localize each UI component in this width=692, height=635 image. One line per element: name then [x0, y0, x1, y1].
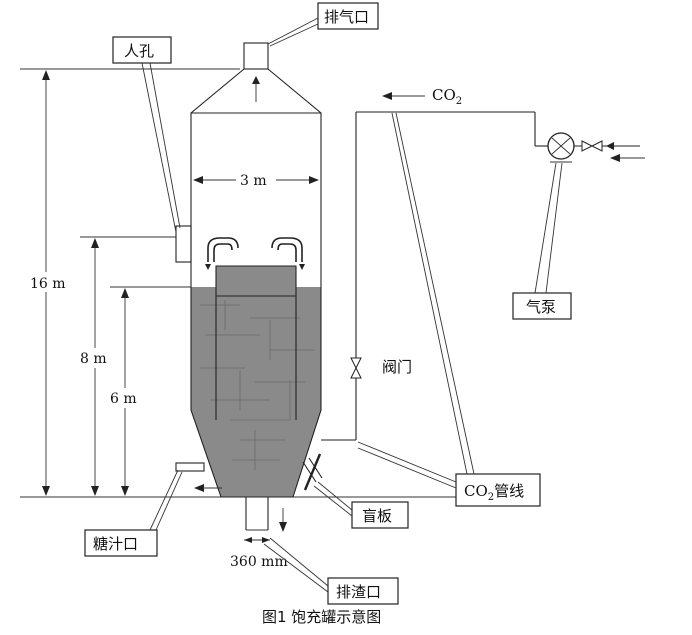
slag-arrow-head [279, 522, 287, 532]
pump-leader-2 [545, 162, 563, 294]
pump-outlet-arrow-head [606, 142, 614, 150]
pump-inlet-arrow-head [610, 154, 620, 162]
air-pump-icon [547, 132, 603, 163]
co2-pipe-leaders [357, 112, 475, 489]
manhole-leader-2 [149, 62, 181, 229]
dim-16m-label: 16 m [30, 276, 66, 292]
manhole-label-box [112, 36, 172, 64]
valve-icon [350, 357, 362, 379]
dim-8m-label: 8 m [80, 351, 107, 367]
inner-tube-top [215, 265, 297, 297]
slag-leader-1 [269, 537, 329, 587]
manhole-nozzle [175, 225, 192, 263]
juice-arrow-head [194, 484, 204, 492]
slag-port-label: 排渣口 [336, 583, 381, 601]
flow-arrows [207, 237, 303, 262]
slag-outlet-pipe [245, 497, 269, 531]
dimension-6m [106, 288, 144, 496]
juice-port-nozzle [175, 462, 205, 472]
flow-arrow-left-head [205, 264, 211, 270]
pump-leader-1 [534, 162, 557, 294]
dimension-3m [193, 170, 319, 190]
co2-top-label: CO2 [432, 86, 462, 107]
exhaust-port-label: 排气口 [324, 8, 369, 26]
blind-plate-leader-2 [313, 485, 353, 517]
exhaust-leader-1 [267, 17, 319, 45]
dim-360mm-label: 360 mm [230, 554, 288, 570]
blind-plate-label-box [351, 501, 409, 529]
exhaust-leader-2 [269, 23, 319, 47]
exhaust-arrow-head [252, 76, 260, 84]
juice-leader-2 [155, 471, 183, 531]
dim-6m-label: 6 m [110, 391, 137, 407]
blind-plate-leader-1 [317, 481, 353, 511]
tank-outline [190, 68, 322, 498]
air-pump-label-box [512, 292, 572, 320]
dimension-8m [77, 238, 115, 496]
dimension-360mm [244, 537, 270, 543]
dimension-16m [26, 70, 68, 496]
co2-pipeline [321, 111, 640, 441]
co2-top-arrow-head [382, 92, 392, 100]
exhaust-port-label-box [317, 2, 379, 30]
blind-plate-flange [302, 453, 323, 491]
flow-arrow-right-head [299, 264, 305, 270]
blind-plate-label: 盲板 [362, 507, 392, 525]
fill-texture [200, 300, 315, 470]
slag-leader-2 [263, 543, 329, 593]
figure-caption: 图1 饱充罐示意图 [262, 608, 381, 626]
juice-leader-1 [149, 469, 179, 531]
co2-pipe-label-box [455, 473, 541, 507]
juice-port-label: 糖汁口 [93, 535, 138, 553]
exhaust-stack [243, 42, 269, 70]
co2-pipe-label: CO2管线 [464, 482, 524, 503]
manhole-leader-1 [141, 62, 177, 233]
air-pump-label: 气泵 [526, 298, 556, 316]
manhole-label: 人孔 [124, 42, 154, 60]
valve-label: 阀门 [382, 358, 412, 376]
juice-port-label-box [84, 529, 158, 557]
dim-3m-label: 3 m [240, 173, 267, 189]
slag-port-label-box [327, 577, 399, 605]
liquid-fill [191, 287, 321, 497]
